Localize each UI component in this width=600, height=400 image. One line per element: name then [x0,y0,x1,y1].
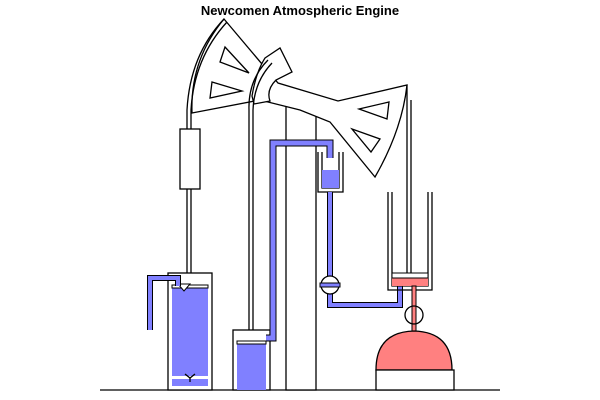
left-arch-chain [190,21,228,111]
beam-cutout [356,101,390,120]
beam-cutout [349,127,382,154]
steam-pipe [411,285,417,337]
beam-cutout [209,81,245,99]
feed-water-cistern [232,329,271,391]
mine-pump-cylinder [167,272,213,391]
steam-cylinder [387,192,433,291]
pump-water [172,288,208,386]
steam-piston [391,272,429,279]
beam-cutout [219,45,250,74]
boiler [375,330,455,391]
injection-valve[interactable] [319,275,341,295]
rocking-beam [191,17,408,179]
plug-rod [248,59,269,330]
diagram-title: Newcomen Atmospheric Engine [200,3,400,18]
engine-house-pillar [285,99,317,391]
plug-rod [252,62,273,330]
left-arch-chain [186,18,225,111]
injection-pipe [327,192,403,308]
pump-counterweight [179,128,201,190]
pump-bucket [171,284,209,289]
steam-valve[interactable] [404,305,424,325]
